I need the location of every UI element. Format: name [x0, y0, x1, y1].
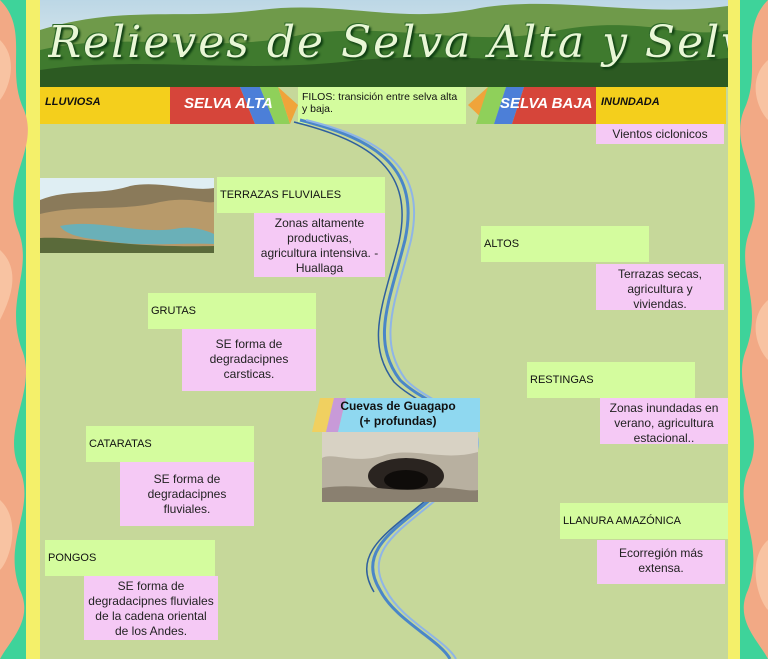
filos-box: FILOS: transición entre selva alta y baj… [298, 87, 466, 124]
cueva-title: Cuevas de Guagapo [340, 399, 456, 413]
selva-alta-ribbon: SELVA ALTA [170, 87, 298, 124]
pongos-desc: SE forma de degradacipnes fluviales de l… [84, 576, 218, 640]
altos-label: ALTOS [481, 226, 649, 262]
mountain-banner: Relieves de Selva Alta y Selva Baja [40, 0, 728, 87]
grutas-desc: SE forma de degradacipnes carsticas. [182, 329, 316, 391]
cueva-subtitle: (+ profundas) [359, 414, 437, 428]
cataratas-desc: SE forma de degradacipnes fluviales. [120, 462, 254, 526]
cataratas-label: CATARATAS [86, 426, 254, 462]
selva-alta-label: SELVA ALTA [184, 95, 273, 112]
vientos-box: Vientos ciclonicos [596, 124, 724, 144]
selva-baja-ribbon: SELVA BAJA [468, 87, 596, 124]
lluviosa-tab: LLUVIOSA [40, 87, 172, 124]
terrazas-photo [40, 178, 214, 253]
selva-baja-label: SELVA BAJA [500, 95, 593, 112]
terrazas-label: TERRAZAS FLUVIALES [217, 177, 385, 213]
cueva-banner: Cuevas de Guagapo (+ profundas) [312, 398, 480, 432]
llanura-label: LLANURA AMAZÓNICA [560, 503, 728, 539]
terrazas-desc: Zonas altamente productivas, agricultura… [254, 213, 385, 277]
restingas-desc: Zonas inundadas en verano, agricultura e… [600, 398, 728, 445]
grutas-label: GRUTAS [148, 293, 316, 329]
banner-title: Relieves de Selva Alta y Selva Baja [48, 17, 728, 68]
inundada-tab: INUNDADA [596, 87, 726, 124]
cueva-photo [322, 432, 478, 502]
altos-desc: Terrazas secas, agricultura y viviendas. [596, 264, 724, 311]
llanura-desc: Ecorregión más extensa. [597, 540, 725, 584]
left-decorative-border [0, 0, 40, 659]
right-decorative-border [728, 0, 768, 659]
pongos-label: PONGOS [45, 540, 215, 576]
restingas-label: RESTINGAS [527, 362, 695, 398]
